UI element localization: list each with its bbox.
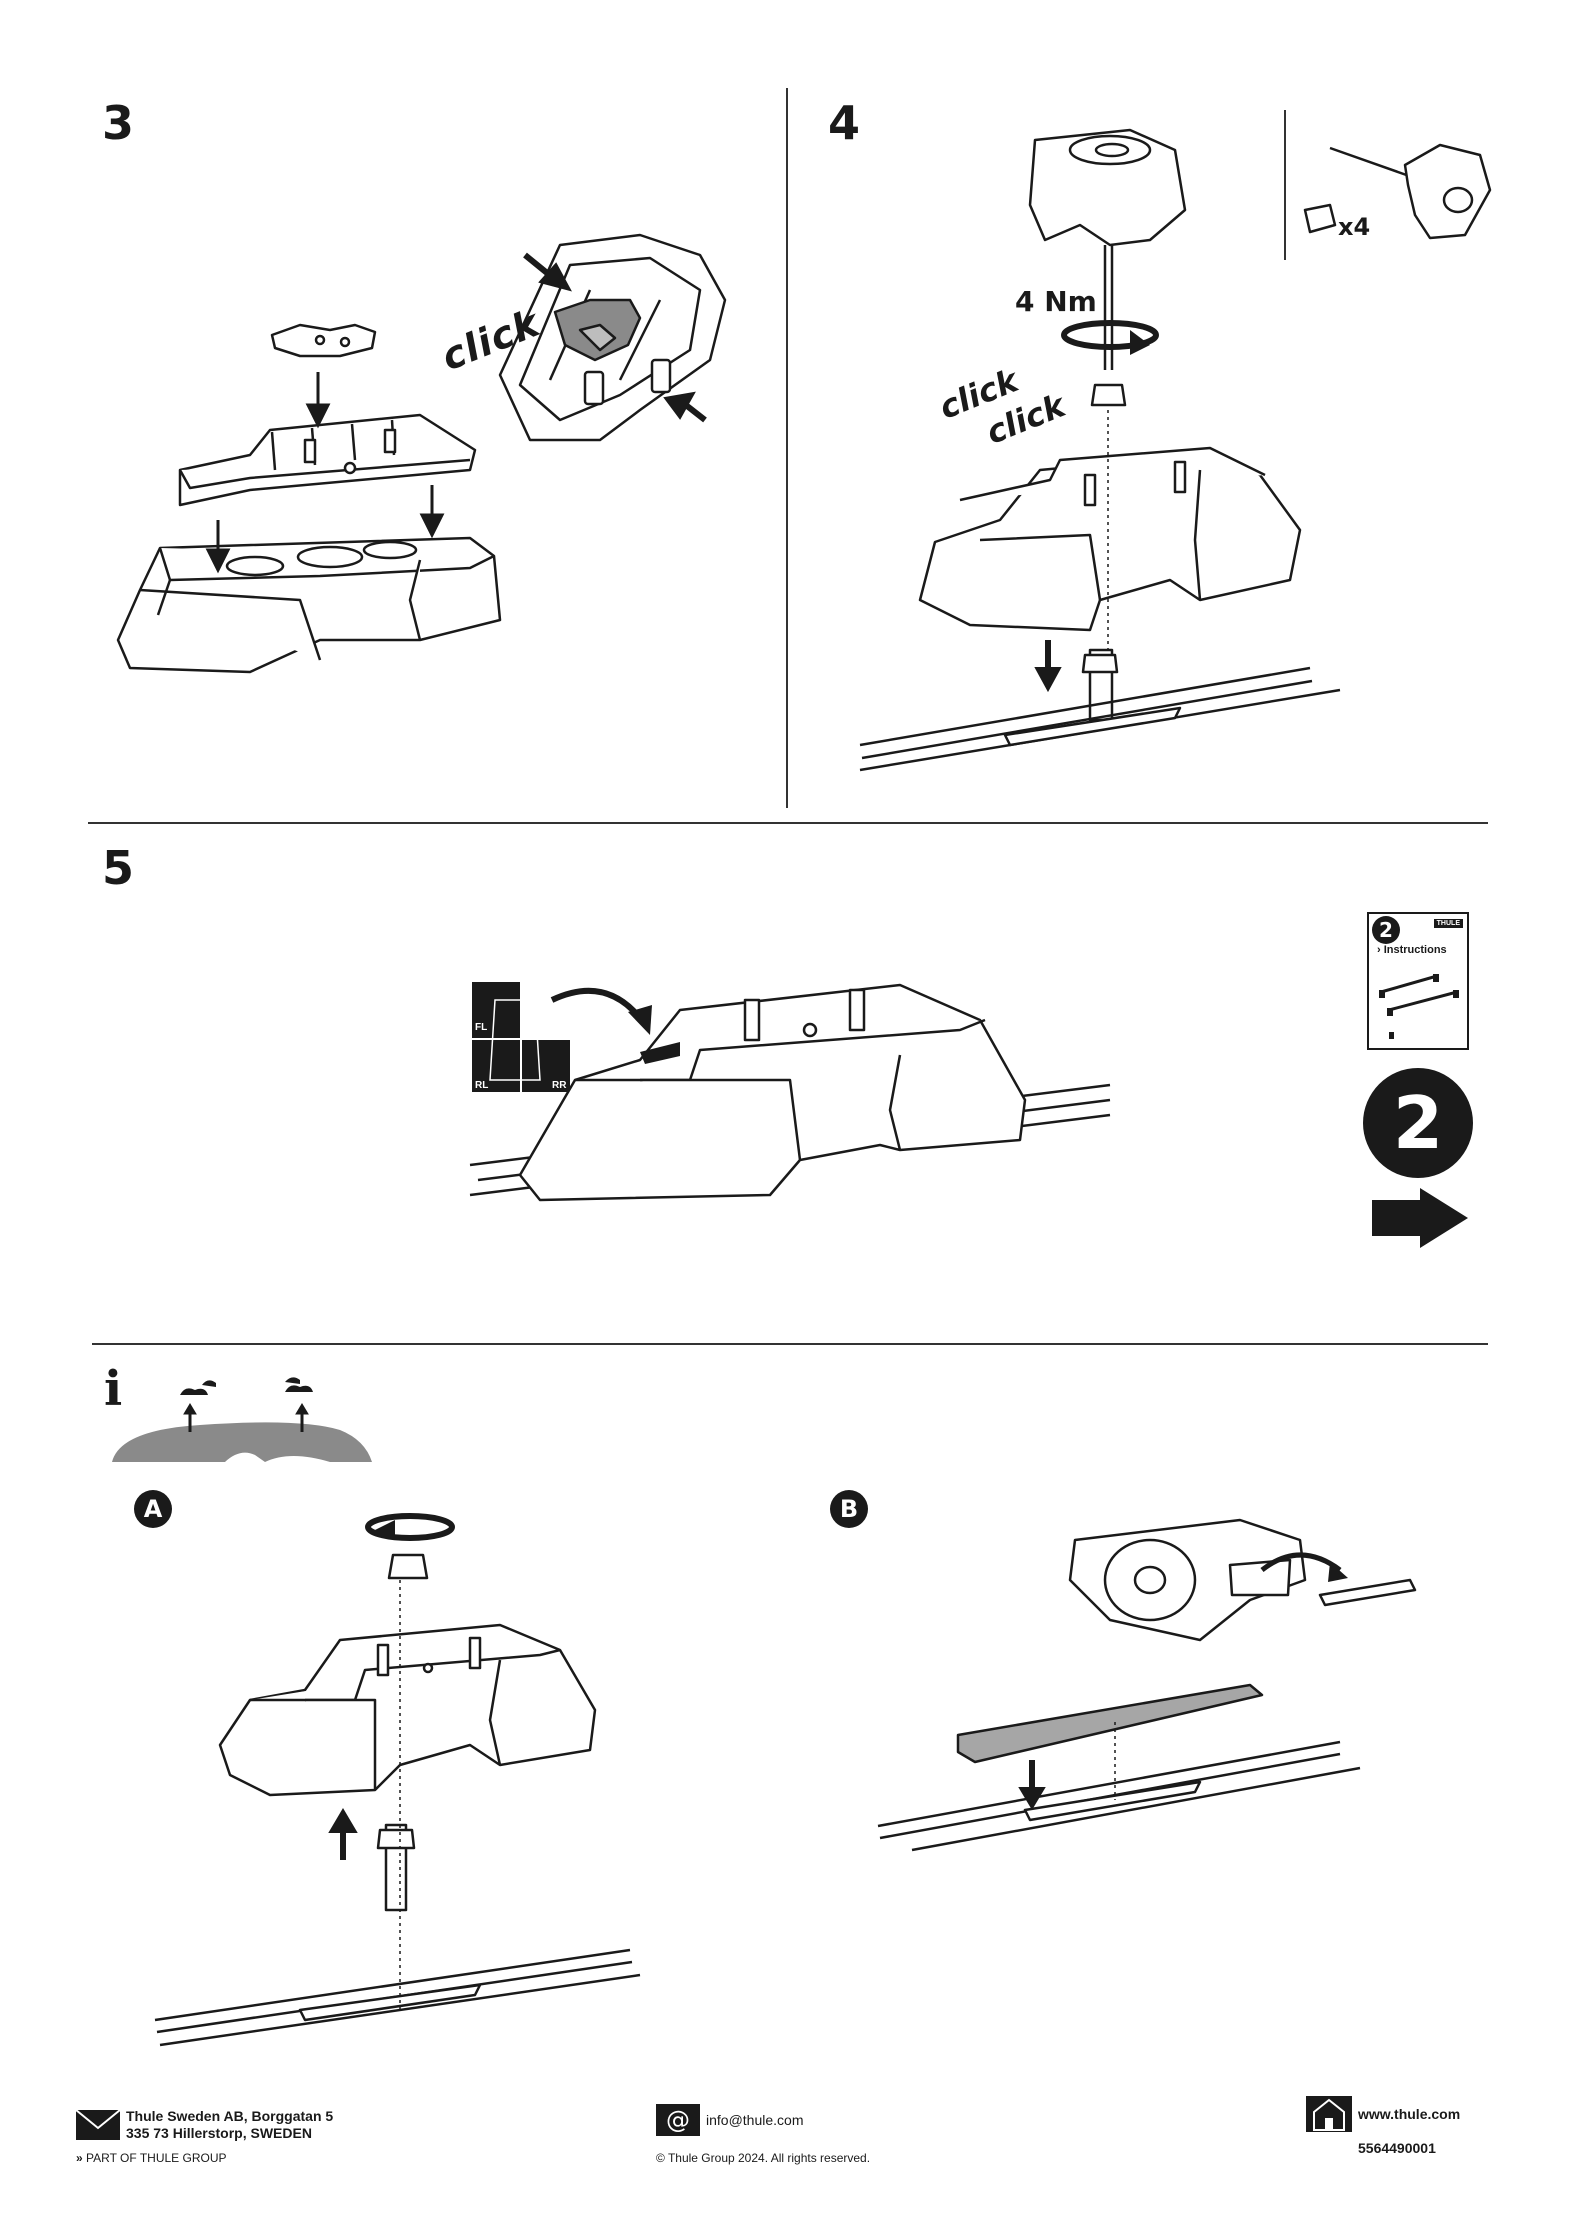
chevron-double-icon: » <box>76 2151 83 2165</box>
email-at-icon: @ <box>656 2104 700 2136</box>
section-divider-1 <box>88 822 1488 824</box>
instructions-booklet: 2 THULE › Instructions <box>1367 912 1469 1050</box>
step-5-illustration <box>469 982 1111 1202</box>
step-4-number: 4 <box>828 96 861 150</box>
step-3-number: 3 <box>102 96 135 150</box>
torque-label: 4 Nm <box>1015 285 1097 318</box>
panel-divider-vertical <box>786 88 788 808</box>
step-5-number: 5 <box>102 841 135 895</box>
arrow-right-icon <box>1372 1188 1468 1248</box>
roof-profile-illustration <box>112 1377 372 1462</box>
svg-text:@: @ <box>666 2106 690 2134</box>
house-icon <box>1306 2096 1352 2132</box>
address-block: Thule Sweden AB, Borggatan 5 335 73 Hill… <box>126 2108 333 2142</box>
address-line-1: Thule Sweden AB, Borggatan 5 <box>126 2108 334 2124</box>
next-step-badge: 2 <box>1363 1068 1473 1178</box>
option-a-illustration <box>154 1513 641 2047</box>
copyright-text: © Thule Group 2024. All rights reserved. <box>656 2151 871 2165</box>
booklet-title: › Instructions <box>1377 944 1447 956</box>
quantity-label: x4 <box>1338 213 1371 241</box>
envelope-icon <box>75 2109 121 2140</box>
pos-label-fl: FL <box>475 1022 488 1033</box>
booklet-rack-drawing <box>1379 974 1459 1039</box>
option-b-badge: B <box>830 1490 868 1528</box>
pos-label-rl: RL <box>475 1080 489 1091</box>
info-icon: i <box>104 1361 123 1417</box>
section-divider-2 <box>92 1343 1488 1345</box>
booklet-number-badge: 2 <box>1372 916 1400 944</box>
step-4-illustration <box>859 110 1492 772</box>
step-3-illustration <box>116 233 727 674</box>
option-a-badge: A <box>134 1490 172 1528</box>
option-b-illustration <box>877 1518 1417 1852</box>
email-link[interactable]: info@thule.com <box>706 2112 804 2128</box>
address-line-2: 335 73 Hillerstorp, SWEDEN <box>126 2125 312 2141</box>
booklet-brand: THULE <box>1433 919 1463 928</box>
website-link[interactable]: www.thule.com <box>1358 2106 1461 2122</box>
pos-label-rr: RR <box>552 1080 567 1091</box>
group-label: » PART OF THULE GROUP <box>76 2151 227 2165</box>
document-number: 5564490001 <box>1358 2140 1436 2156</box>
